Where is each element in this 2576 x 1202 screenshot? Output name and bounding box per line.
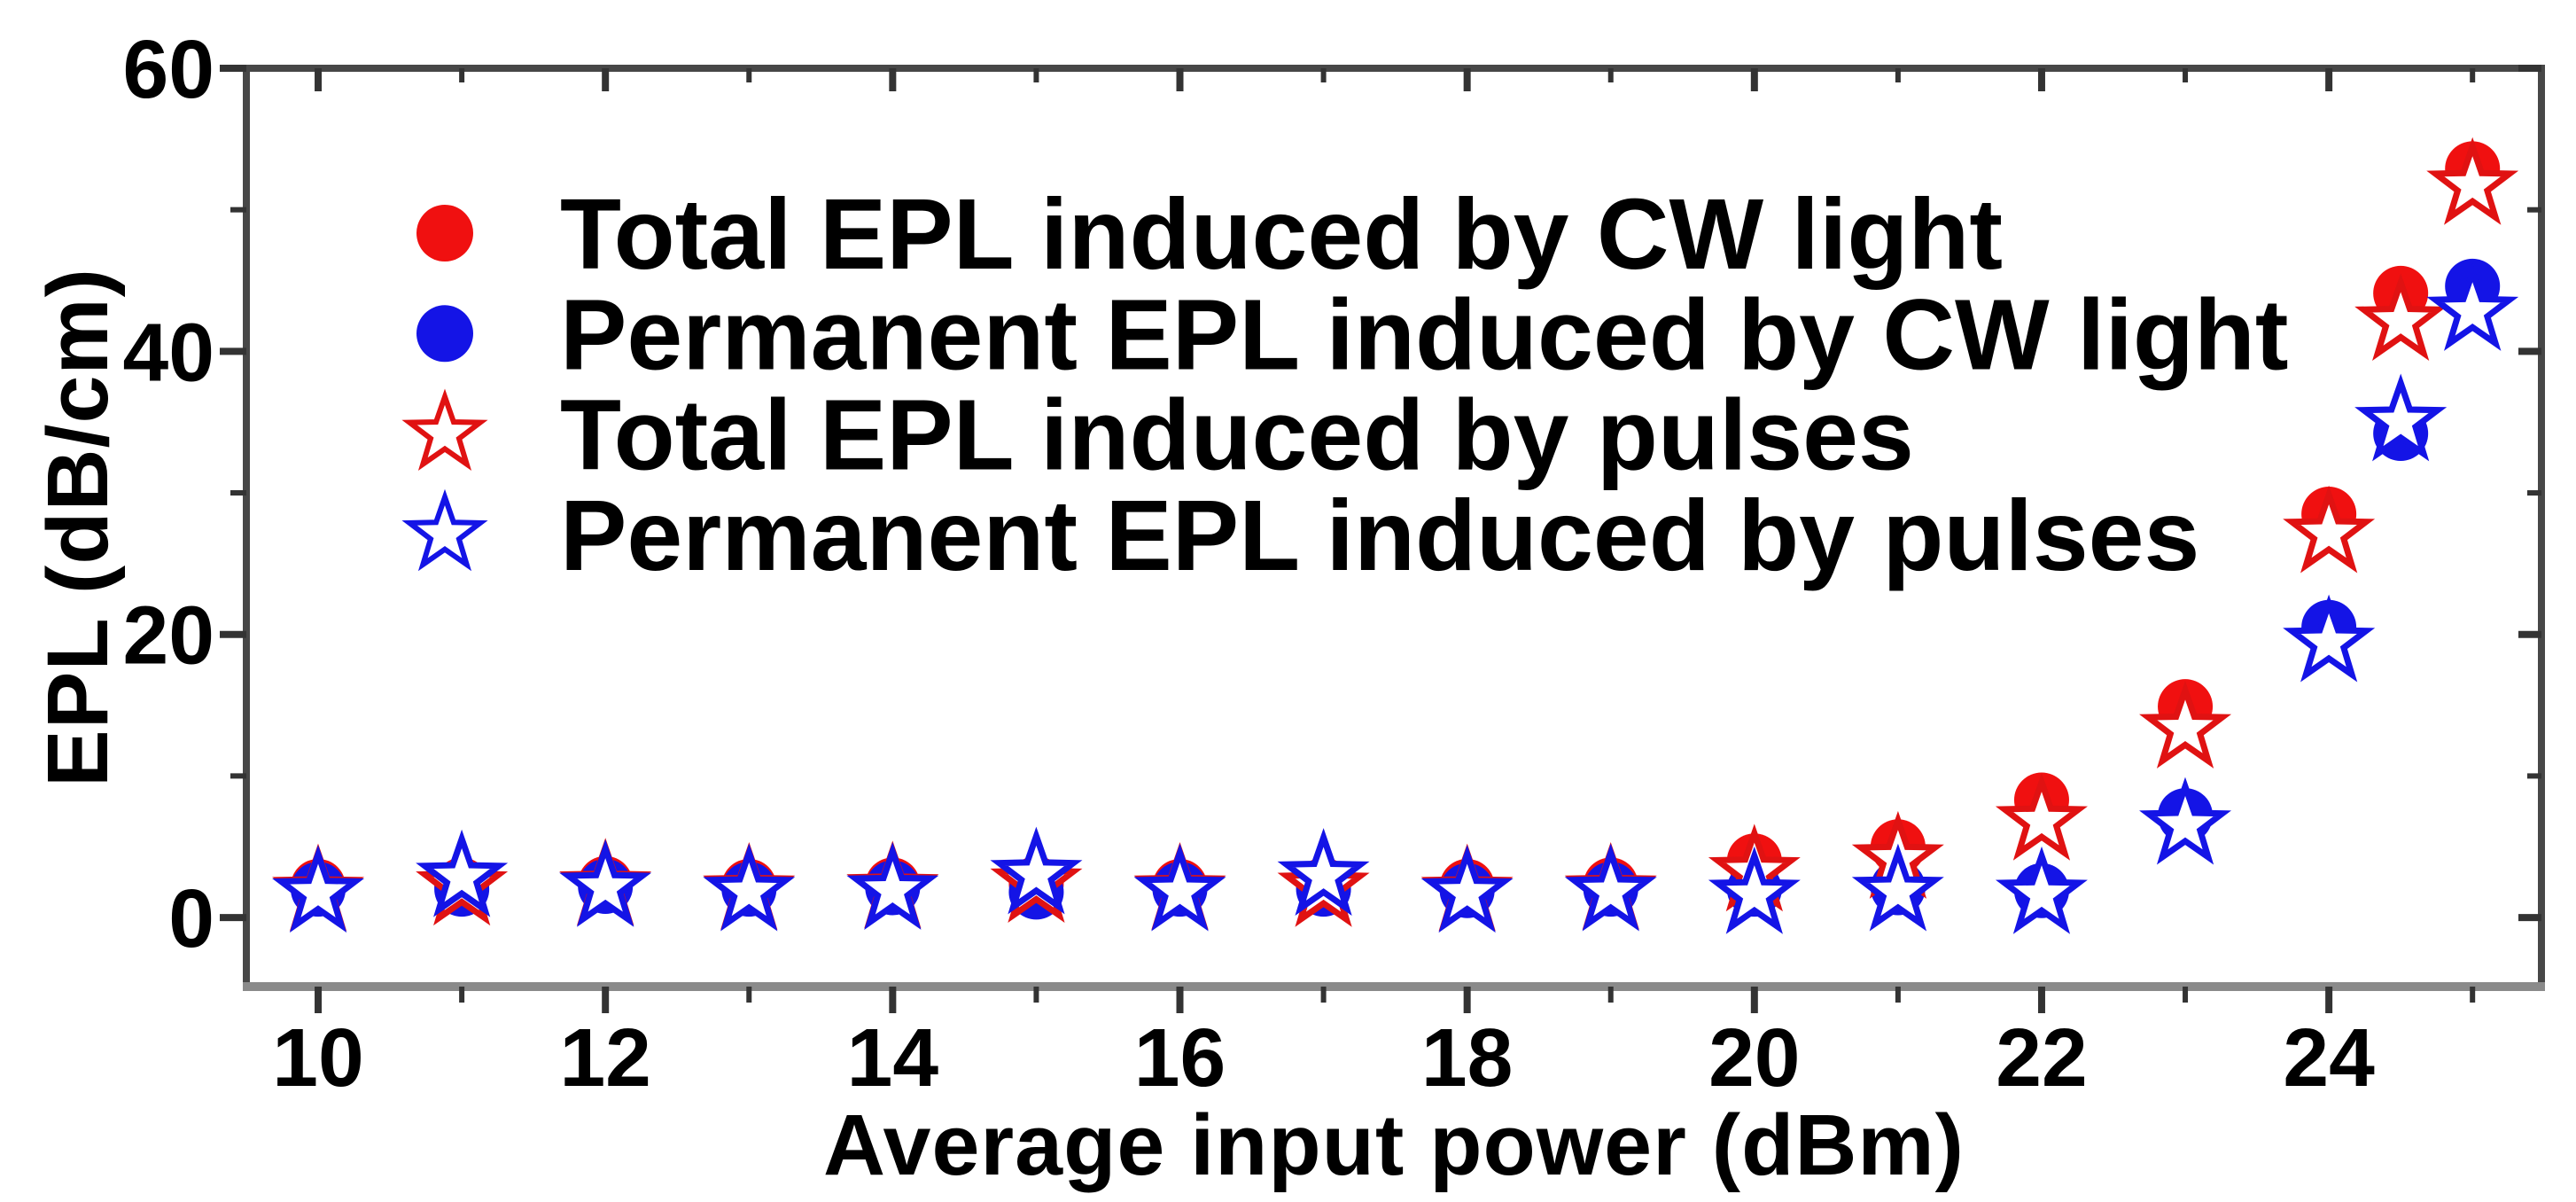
x-tick-label: 10 bbox=[272, 1011, 363, 1104]
data-point-series2 bbox=[2426, 137, 2519, 225]
data-point-series3 bbox=[1277, 828, 1370, 917]
x-axis-title: Average input power (dBm) bbox=[823, 1097, 1965, 1193]
data-point-series2 bbox=[2139, 681, 2232, 769]
legend-marker-filled-circle bbox=[416, 205, 473, 261]
x-tick-label: 14 bbox=[847, 1011, 939, 1104]
data-point-series3 bbox=[2354, 373, 2448, 462]
y-tick-label: 20 bbox=[123, 589, 214, 682]
data-point-series3 bbox=[1851, 843, 1944, 932]
data-point-series2 bbox=[1995, 772, 2088, 861]
legend-marker-open-star bbox=[401, 388, 488, 471]
data-point-series3 bbox=[2283, 594, 2376, 683]
data-point-series3 bbox=[2139, 777, 2232, 865]
y-axis-title: EPL (dB/cm) bbox=[29, 268, 126, 787]
legend-marker-open-star bbox=[401, 488, 488, 572]
data-point-series2 bbox=[2354, 273, 2448, 362]
data-point-series3 bbox=[559, 839, 652, 927]
legend-label: Permanent EPL induced by CW light bbox=[560, 278, 2289, 390]
x-tick-label: 24 bbox=[2283, 1011, 2375, 1104]
data-point-series3 bbox=[1708, 846, 1801, 934]
data-point-series3 bbox=[416, 829, 509, 917]
legend-marker-filled-circle bbox=[416, 305, 473, 363]
data-point-series3 bbox=[1995, 846, 2088, 934]
data-point-series3 bbox=[1420, 845, 1514, 933]
x-tick-label: 22 bbox=[1996, 1011, 2087, 1104]
data-point-series3 bbox=[1564, 843, 1657, 932]
data-point-series3 bbox=[846, 842, 939, 930]
data-point-series3 bbox=[990, 826, 1083, 915]
y-tick-label: 0 bbox=[168, 872, 214, 964]
y-tick-label: 40 bbox=[123, 306, 214, 398]
x-tick-label: 16 bbox=[1134, 1011, 1226, 1104]
legend-label: Permanent EPL induced by pulses bbox=[560, 480, 2199, 591]
data-point-series3 bbox=[2426, 262, 2519, 351]
legend-label: Total EPL induced by pulses bbox=[560, 379, 1914, 491]
data-point-series2 bbox=[2283, 485, 2376, 574]
y-tick-label: 60 bbox=[123, 23, 214, 115]
x-tick-label: 12 bbox=[559, 1011, 650, 1104]
data-point-series3 bbox=[272, 845, 365, 933]
x-tick-label: 20 bbox=[1708, 1011, 1800, 1104]
legend-label: Total EPL induced by CW light bbox=[560, 178, 2003, 290]
data-point-series3 bbox=[703, 843, 796, 932]
data-point-series3 bbox=[1133, 843, 1226, 932]
x-tick-label: 18 bbox=[1421, 1011, 1513, 1104]
